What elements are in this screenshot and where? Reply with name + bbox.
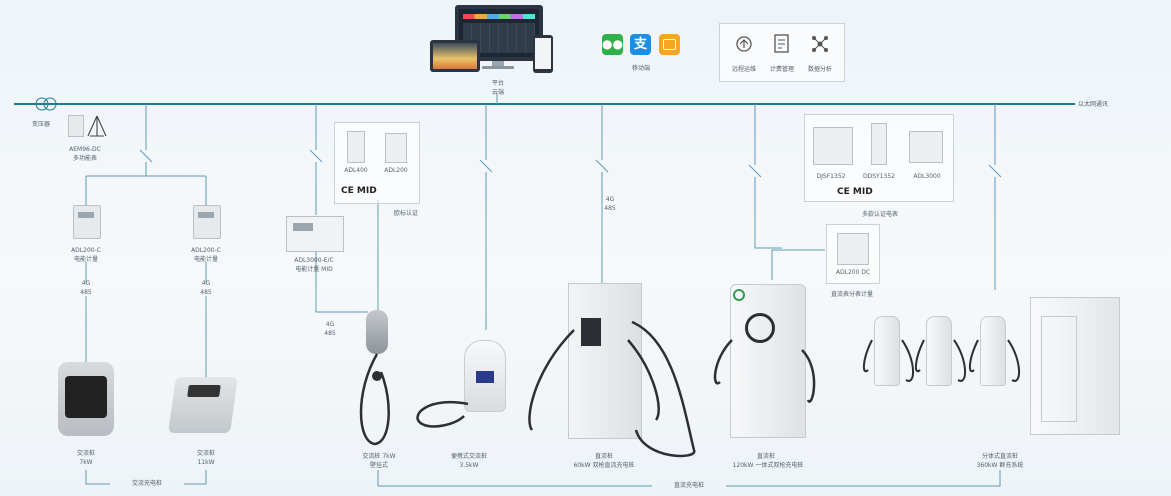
charger-7-name: 分体式直流桩 <box>981 453 1018 460</box>
charger-2-name: 交流桩 <box>196 450 215 457</box>
alipay-icon: 支 <box>630 34 651 55</box>
charger-1-power: 7kW <box>79 459 93 466</box>
dc-meter-caption: 直流表分表计量 <box>830 291 873 298</box>
mid-meter-box: ADL400 ADL200 CE MID <box>334 122 420 204</box>
cert-box-item-2: DDSY1352 <box>863 173 895 180</box>
dc-meter-box: ADL200 DC <box>826 224 880 284</box>
charger-3-name: 交流桩 7kW <box>362 453 396 460</box>
wire-right-4g: 4G <box>201 280 211 287</box>
charger-3-type: 壁挂式 <box>369 462 388 469</box>
charger-7-post-1 <box>874 316 900 386</box>
mid-cert-mark: CE MID <box>341 186 377 196</box>
charger-4-cable <box>416 400 469 428</box>
charger-6-cables <box>713 339 816 403</box>
wire-left-4g: 4G <box>81 280 91 287</box>
charger-6 <box>730 284 806 438</box>
analysis-icon <box>812 36 828 52</box>
mid-box-caption: 欧标认证 <box>393 210 418 217</box>
mid-box-item-1: ADL400 <box>344 167 368 174</box>
monitor-stand <box>492 61 504 67</box>
miniprogram-icon <box>659 34 680 55</box>
charger-5 <box>568 283 642 439</box>
charger-1-name: 交流桩 <box>76 450 95 457</box>
main-meter-type: 多功能表 <box>72 155 97 162</box>
charger-7-post-3 <box>980 316 1006 386</box>
wire-mid-4g: 4G <box>325 321 335 328</box>
certified-meter-box: DJSF1352 DDSY1352 ADL3000 CE MID <box>804 114 954 202</box>
charger-4-power: 3.5kW <box>459 462 479 469</box>
dc-meter-model: ADL200 DC <box>835 269 871 276</box>
cert-box-item-1: DJSF1352 <box>816 173 846 180</box>
monitor-caption: 平台 <box>491 80 504 87</box>
transformer-coil-b <box>43 97 57 111</box>
app-caption: 移动端 <box>631 65 650 72</box>
wire-dc-4g: 4G <box>605 196 615 203</box>
charger-2 <box>168 377 238 433</box>
charger-2-power: 11kW <box>197 459 215 466</box>
monitor-base <box>482 66 514 69</box>
charger-6-name: 直流桩 <box>756 453 775 460</box>
charger-7-power: 360kW 群充系统 <box>976 462 1024 469</box>
antenna-icon <box>87 115 107 137</box>
sub-meter-right-type: 电能计量 <box>193 256 218 263</box>
feature-label-3: 数据分析 <box>807 66 832 73</box>
feature-label-2: 计费管理 <box>769 66 794 73</box>
charger-4-name: 便携式交流桩 <box>450 453 487 460</box>
wire-right-485: 485 <box>200 289 212 296</box>
cert-box-mark: CE MID <box>837 187 873 197</box>
wire-mid-485: 485 <box>324 330 336 337</box>
monitor-subcaption: 云端 <box>491 89 504 96</box>
transformer-coil-a <box>35 97 49 111</box>
rail-meter-model: ADL3000-E/C <box>294 257 334 264</box>
billing-icon <box>774 34 789 53</box>
rail-meter-type: 电能计量 MID <box>295 266 333 273</box>
tablet-device <box>430 40 480 72</box>
sub-meter-right <box>193 205 221 239</box>
sub-meter-right-model: ADL200-C <box>191 247 221 254</box>
charger-7-cabinet <box>1030 297 1120 435</box>
remote-ops-icon <box>736 36 752 52</box>
charger-7-cables <box>862 339 1020 382</box>
mid-box-item-2: ADL200 <box>384 167 408 174</box>
bottom-left-caption: 交流充电桩 <box>110 480 184 487</box>
charger-7-post-2 <box>926 316 952 386</box>
charger-6-power: 120kW 一体式双枪充电桩 <box>732 462 804 469</box>
rail-meter <box>286 216 344 252</box>
feature-box: 远程运维 计费管理 数据分析 <box>719 23 845 82</box>
bottom-mid-caption: 直流充电桩 <box>652 482 726 489</box>
cert-box-item-3: ADL3000 <box>913 173 941 180</box>
certified-box-caption: 多款认证电表 <box>861 211 898 218</box>
charger-5-cables <box>528 320 696 458</box>
charger-4 <box>464 340 506 412</box>
sub-meter-left <box>73 205 101 239</box>
transformer-label: 变压器 <box>31 121 50 128</box>
charger-5-name: 直流桩 <box>594 453 613 460</box>
charger-3-cable <box>359 353 390 446</box>
phone-device <box>533 35 553 73</box>
wire-left-485: 485 <box>80 289 92 296</box>
charger-1 <box>58 362 114 436</box>
charger-3 <box>366 310 388 354</box>
sub-meter-left-type: 电能计量 <box>73 256 98 263</box>
sub-meter-left-model: ADL200-C <box>71 247 101 254</box>
main-meter <box>68 115 84 137</box>
bus-label: 以太网通讯 <box>1078 101 1109 108</box>
feature-label-1: 远程运维 <box>731 66 756 73</box>
wechat-icon: ●● <box>602 34 623 55</box>
main-meter-model: AEM96-DC <box>69 146 101 153</box>
wire-dc-485: 485 <box>604 205 616 212</box>
charger-5-power: 60kW 双枪直流充电桩 <box>573 462 635 469</box>
